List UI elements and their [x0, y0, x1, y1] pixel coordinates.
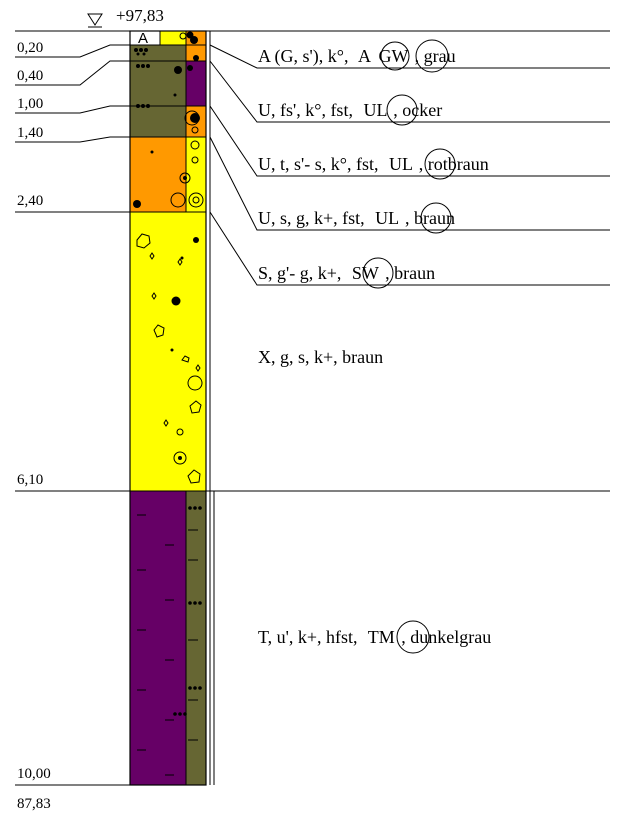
soil-group-circle [362, 257, 394, 289]
soil-group-circle [386, 94, 418, 126]
bottom-elevation-value: 87,83 [17, 796, 51, 812]
layer-0-strip [186, 45, 206, 61]
layer-6-strip [186, 491, 206, 785]
layer-2-main [130, 106, 186, 137]
description-1: U, fs', k°, fst, UL , ocker [258, 100, 442, 120]
top-elevation-value: +97,83 [116, 6, 164, 25]
description-6: T, u', k+, hfst, TM , dunkelgrau [258, 627, 491, 647]
layer-descriptions: A (G, s'), k°, A GW , grau U, fs', k°, f… [258, 39, 491, 654]
depth-labels: 0,20 0,40 1,00 1,40 2,40 6,10 10,00 [15, 40, 130, 782]
description-5: X, g, s, k+, braun [258, 347, 383, 367]
depth-label-0: 0,20 [17, 40, 43, 56]
description-3: U, s, g, k+, fst, UL , braun [258, 208, 455, 228]
layer-4-main [130, 212, 206, 491]
soil-group-circle [396, 620, 430, 654]
depth-label-4: 2,40 [17, 193, 43, 209]
depth-label-1: 0,40 [17, 68, 43, 84]
layer-3-main [130, 137, 186, 212]
soil-group-circle [424, 148, 456, 180]
soil-group-circle [380, 41, 410, 71]
description-2: U, t, s'- s, k°, fst, UL , rotbraun [258, 154, 489, 174]
soil-group-circle [420, 202, 452, 234]
soil-column: A [15, 30, 610, 786]
soil-group-circle [415, 39, 449, 73]
layer-0-main [130, 45, 186, 61]
description-4: S, g'- g, k+, SW , braun [258, 263, 435, 283]
depth-label-2: 1,00 [17, 96, 43, 112]
layer-6-main [130, 491, 186, 785]
layer-3-strip [186, 137, 206, 212]
layer-1-strip [186, 61, 206, 106]
gravel-symbols [136, 32, 204, 484]
depth-label-5: 6,10 [17, 472, 43, 488]
depth-label-6: 10,00 [17, 766, 51, 782]
depth-label-3: 1,40 [17, 125, 43, 141]
description-leaders [209, 44, 610, 286]
soil-symbols [133, 31, 202, 716]
top-elevation-marker: +97,83 [87, 6, 164, 28]
column-top-label: A [138, 30, 148, 47]
column-label-cell [130, 31, 160, 45]
clay-dashes [137, 514, 198, 776]
water-level-triangle-icon [87, 13, 103, 26]
description-0: A (G, s'), k°, A GW , grau [258, 46, 456, 67]
